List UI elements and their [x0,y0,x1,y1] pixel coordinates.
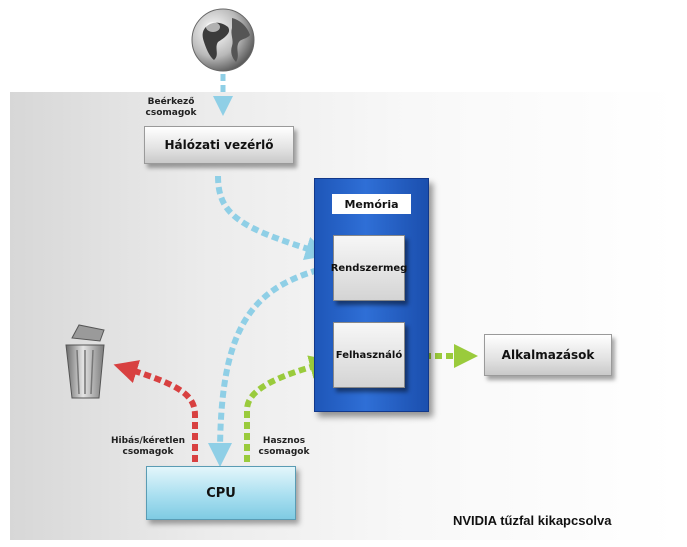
user-memory-box: Felhasználó [333,322,405,388]
applications-label: Alkalmazások [501,348,595,362]
memory-title: Memória [332,194,411,214]
memory-to-cpu-arrow [208,267,319,467]
caption: NVIDIA tűzfal kikapcsolva [453,513,612,528]
bad-packets-label: Hibás/kéretlen csomagok [110,436,186,457]
cpu-label: CPU [206,485,236,501]
incoming-packets-label: Beérkező csomagok [145,97,197,118]
user-memory-label: Felhasználó [335,349,403,361]
network-controller-label: Hálózati vezérlő [164,138,274,152]
network-controller-box: Hálózati vezérlő [144,126,294,164]
cpu-box: CPU [146,466,296,520]
system-memory-box: Rendszermeg [330,235,408,301]
nic-to-memory-arrow [215,175,330,260]
useful-packets-label: Hasznos csomagok [258,436,310,457]
applications-box: Alkalmazások [484,334,612,376]
system-memory-label: Rendszermeg [330,262,408,274]
bad-packets-arrow [113,360,198,462]
useful-packets-arrow [244,355,334,462]
